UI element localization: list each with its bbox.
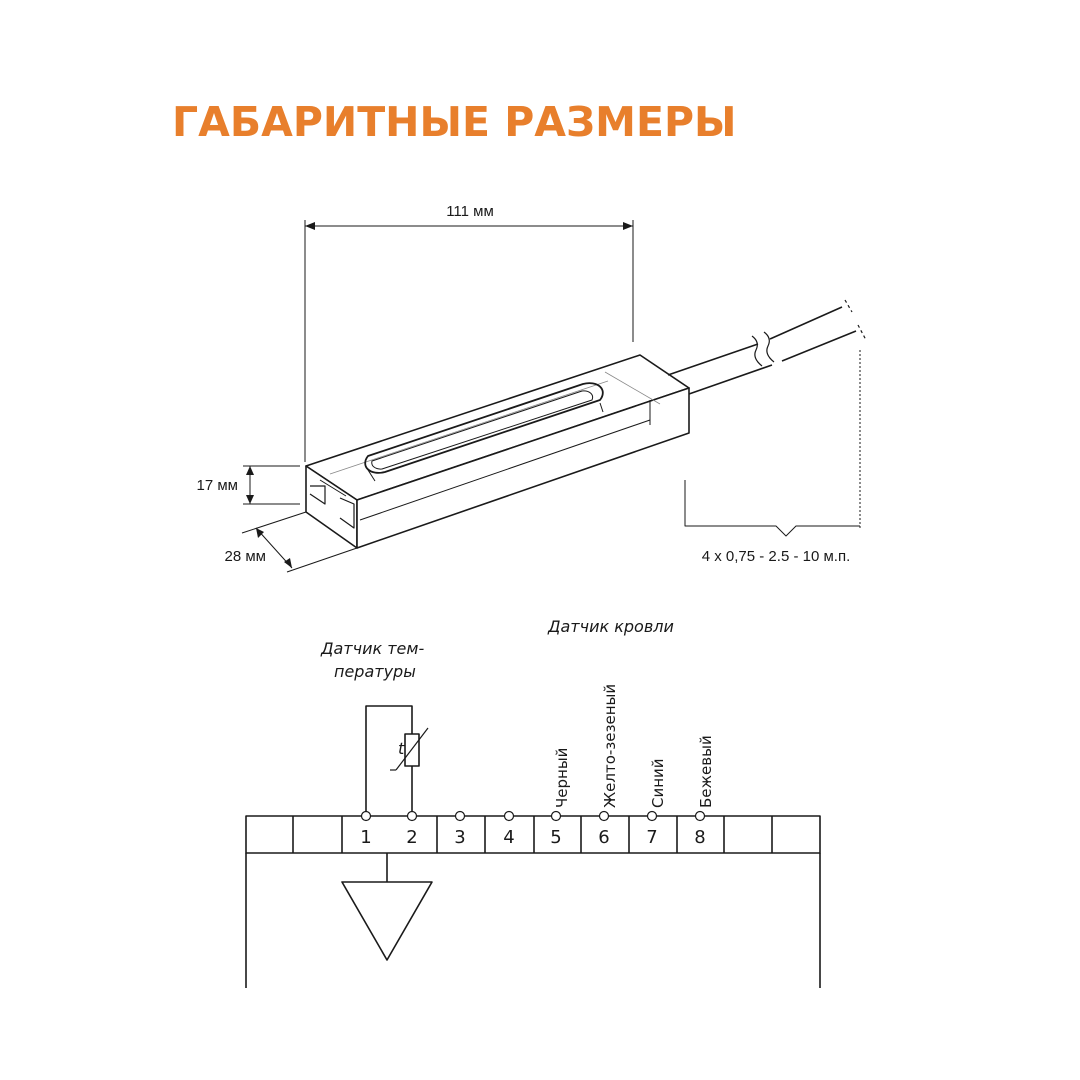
terminal-number: 7 [646,827,657,848]
terminal-number: 8 [694,827,705,848]
length-dimension [304,220,634,462]
cable-dimension [684,350,861,537]
terminal-number: 4 [503,827,514,848]
thermistor-symbol: t [398,739,405,758]
wire-label-blue: Синий [649,758,667,808]
wire-label-yellow-green: Желто-зезеный [601,684,619,808]
terminal-number: 6 [598,827,609,848]
width-dimension [241,511,358,573]
width-label: 28 мм [225,548,266,565]
sensor-window [364,382,604,482]
thermistor [365,705,429,812]
page-title: ГАБАРИТНЫЕ РАЗМЕРЫ [172,98,737,146]
temp-sensor-label-1: Датчик тем- [320,639,424,658]
terminal-number: 2 [406,827,417,848]
wire-label-beige: Бежевый [697,735,715,808]
terminal-block [245,815,821,988]
temp-sensor-label-2: пературы [334,662,416,681]
terminal-pins [360,810,706,822]
height-label: 17 мм [197,477,238,494]
length-label: 111 мм [446,203,494,220]
height-dimension [243,465,300,505]
terminal-number: 1 [360,827,371,848]
terminal-number: 5 [550,827,561,848]
cable-label: 4 х 0,75 - 2.5 - 10 м.п. [702,548,851,565]
wire-label-black: Черный [553,748,571,808]
sensor-cable [667,299,867,395]
terminal-number: 3 [454,827,465,848]
sensor-body [305,354,690,549]
roof-sensor-label: Датчик кровли [547,617,674,636]
